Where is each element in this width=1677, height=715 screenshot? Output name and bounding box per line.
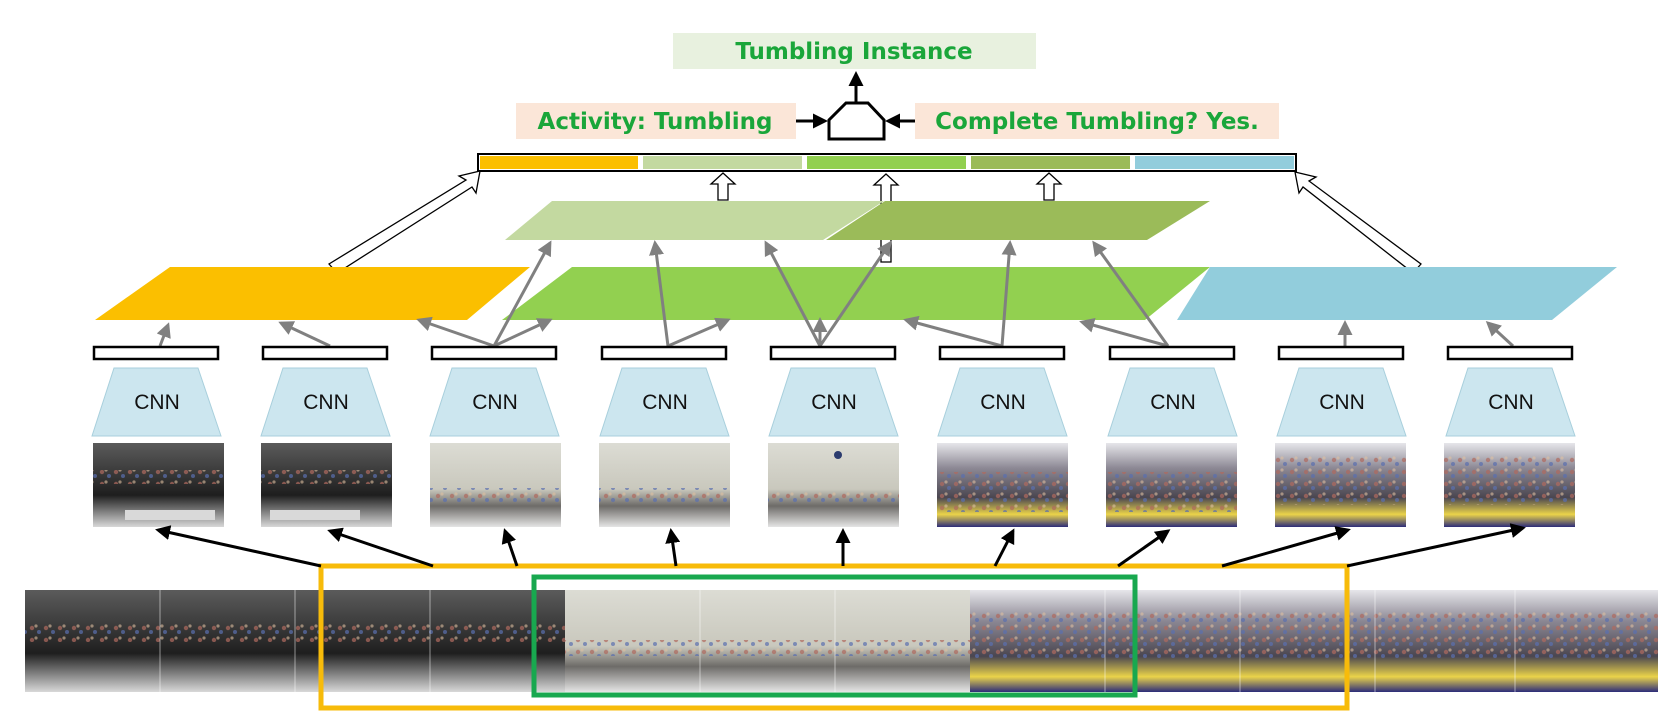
feature-vector [92, 345, 220, 361]
feature-vector [938, 345, 1066, 361]
feature-vector [430, 345, 558, 361]
cnn-block: CNN [1276, 367, 1407, 437]
cnn-label: CNN [980, 391, 1026, 414]
cnn-block: CNN [768, 367, 899, 437]
feature-vector [1277, 345, 1405, 361]
feature-segment-green [807, 156, 966, 169]
video-strip [25, 590, 1658, 692]
cnn-block: CNN [91, 367, 222, 437]
hollow-arrow-blue [1294, 171, 1422, 274]
cnn-label: CNN [642, 391, 688, 414]
cnn-block: CNN [429, 367, 560, 437]
cnn-label: CNN [472, 391, 518, 414]
sampled-frame-1 [93, 443, 224, 527]
feature-vectors [92, 345, 1574, 361]
cnn-label: CNN [134, 391, 180, 414]
cnn-block: CNN [260, 367, 391, 437]
cnn-label: CNN [1319, 391, 1365, 414]
layer1-blue [1177, 267, 1617, 320]
sampled-frame-5 [768, 443, 899, 527]
cnn-label: CNN [1488, 391, 1534, 414]
cnn-label: CNN [811, 391, 857, 414]
cnn-block: CNN [1445, 367, 1576, 437]
gray-arrows [156, 240, 1515, 348]
layer2-dark-green [826, 201, 1210, 240]
hollow-arrow-orange [327, 170, 481, 274]
tumbling-instance-box [673, 33, 1036, 69]
cnn-label: CNN [1150, 391, 1196, 414]
combiner-module [827, 101, 886, 141]
outer-window [318, 563, 1350, 711]
sampled-frame-6 [937, 443, 1068, 527]
tumbling-window [531, 574, 1138, 698]
completeness-label: Complete Tumbling? Yes. [935, 109, 1259, 135]
feature-vector [769, 345, 897, 361]
cnn-block: CNN [599, 367, 730, 437]
sampled-frame-7 [1106, 443, 1237, 527]
feature-segment-orange [480, 156, 638, 169]
layer1-orange [95, 267, 530, 320]
tumbling-instance-label: Tumbling Instance [735, 39, 972, 65]
activity-label: Activity: Tumbling [538, 109, 773, 135]
feature-vector [261, 345, 389, 361]
sampled-frame-8 [1275, 443, 1406, 527]
sampling-arrows [155, 523, 1526, 568]
cnn-block: CNN [937, 367, 1068, 437]
sampled-frames [93, 443, 1575, 527]
feature-vector [1446, 345, 1574, 361]
feature-vector [600, 345, 728, 361]
completeness-box [915, 103, 1279, 139]
cnn-block: CNN [1107, 367, 1238, 437]
feature-segment-blue [1135, 156, 1294, 169]
feature-vector [1108, 345, 1236, 361]
hollow-arrow-light-green [709, 172, 737, 201]
feature-bar [477, 153, 1297, 172]
sampled-frame-2 [261, 443, 392, 527]
sampled-frame-3 [430, 443, 561, 527]
sampled-frame-4 [599, 443, 730, 527]
sampled-frame-9 [1444, 443, 1575, 527]
feature-segment-dark-green [971, 156, 1130, 169]
hollow-arrow-dark-green [1035, 172, 1063, 201]
feature-segment-light-green [643, 156, 802, 169]
activity-box [516, 103, 796, 139]
layer2-light-green [505, 201, 884, 240]
cnn-blocks: CNN CNN CNN CNN CNN CNN CNN CNN [91, 367, 1576, 437]
cnn-label: CNN [303, 391, 349, 414]
